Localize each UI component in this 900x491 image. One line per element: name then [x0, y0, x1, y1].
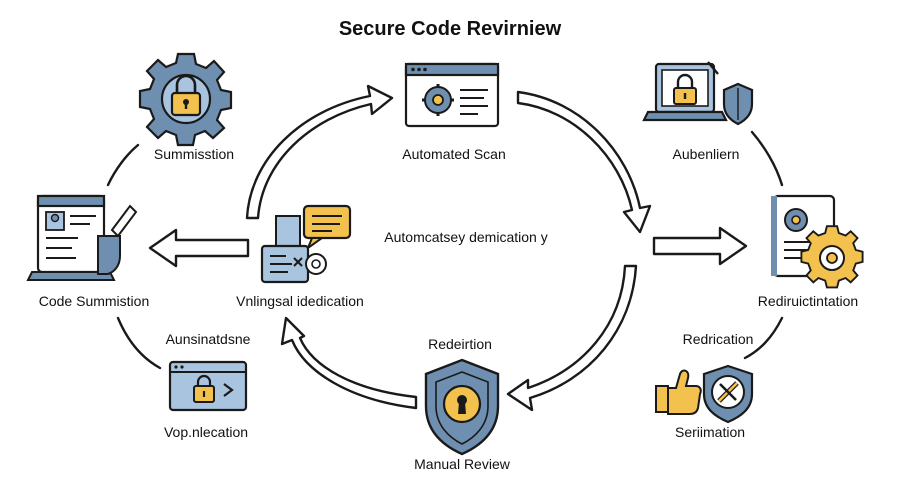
label-vop-nlecation: Vop.nlecation [163, 424, 249, 440]
label-seriimation: Seriimation [674, 424, 746, 440]
label-rediruictintation: Rediruictintation [757, 293, 859, 309]
label-aubenliern: Aubenliern [672, 146, 740, 162]
browser-gear-icon [404, 62, 500, 128]
arc-arrow-to-right [516, 90, 652, 234]
arc-arrow-to-left [280, 316, 418, 410]
label-code-summistion: Code Summistion [38, 293, 150, 309]
label-center-mid: Vnlingsal idedication [236, 293, 364, 309]
label-aunsinatdsne: Aunsinatdsne [165, 331, 251, 347]
connector-tr-upper [750, 130, 784, 187]
straight-arrow-left [148, 228, 250, 268]
connector-tr-lower [743, 316, 784, 360]
shield-lock-icon [424, 358, 500, 456]
document-pencil-icon [26, 194, 138, 281]
label-manual-review: Manual Review [414, 456, 510, 472]
connector-tl-upper [106, 143, 140, 187]
label-automated-scan: Automated Scan [402, 146, 506, 162]
arc-arrow-to-manual [506, 264, 638, 412]
label-redrication: Redrication [682, 331, 754, 347]
flow-arrows [148, 84, 748, 412]
label-center-top: Automcatsey demication y [384, 229, 548, 245]
gear-lock-icon [138, 52, 233, 147]
connector-tl-lower [116, 316, 162, 370]
browser-lock-icon [168, 360, 248, 412]
laptop-lock-shield-icon [642, 61, 754, 126]
arc-arrow-to-scan [245, 84, 394, 220]
chat-document-gear-icon [260, 204, 352, 284]
shield-tools-icon [702, 364, 754, 424]
label-redeirtion: Redeirtion [428, 336, 492, 352]
cycle-connectors [106, 130, 784, 370]
label-summisstion: Summisstion [153, 146, 235, 162]
diagram-title: Secure Code Revirniew [338, 18, 562, 40]
document-gear-icon [771, 194, 864, 289]
thumbs-up-icon [655, 369, 702, 415]
straight-arrow-right [652, 226, 748, 266]
